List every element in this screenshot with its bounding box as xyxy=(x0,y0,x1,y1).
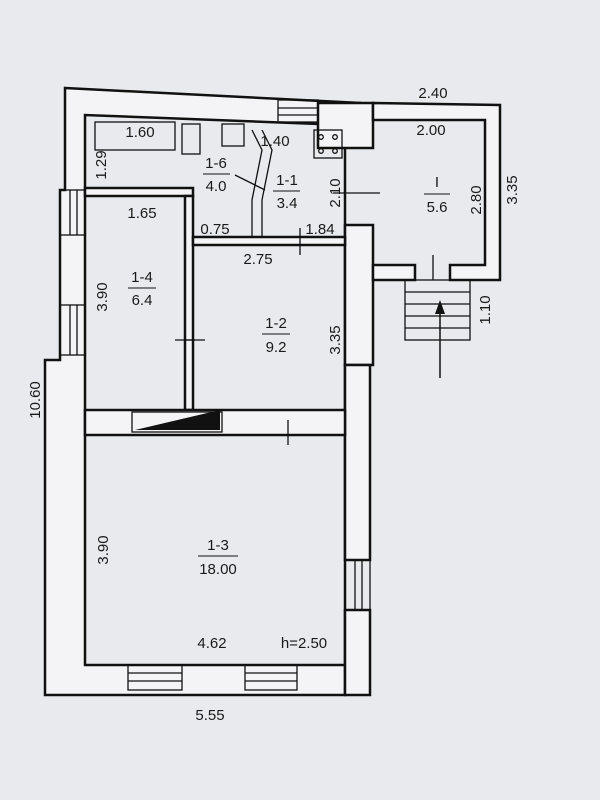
wall xyxy=(316,101,375,150)
dimension-label: 1.29 xyxy=(93,150,110,179)
wall xyxy=(343,223,375,367)
dimension-label: 2.10 xyxy=(327,178,344,207)
stove-outline xyxy=(131,411,223,433)
dimension-label: 3.90 xyxy=(94,282,111,311)
partition xyxy=(191,235,347,247)
dimension-label: 1.10 xyxy=(477,295,494,324)
dimension-label: 1.65 xyxy=(127,205,156,222)
dimension-label: 1.40 xyxy=(260,133,289,150)
room-area: 18.00 xyxy=(199,561,237,578)
dimension-label: 1.60 xyxy=(125,124,154,141)
doors xyxy=(175,174,434,445)
room-1-6: 1-6 4.0 xyxy=(203,155,230,195)
room-id: I xyxy=(435,174,439,191)
room-area: 3.4 xyxy=(277,195,298,212)
entrance-stairs xyxy=(404,279,471,341)
room-1-1: 1-1 3.4 xyxy=(273,172,300,212)
partition xyxy=(183,194,195,412)
fixture xyxy=(221,123,245,147)
partition xyxy=(83,186,195,198)
room-area: 4.0 xyxy=(206,178,227,195)
room-area: 9.2 xyxy=(266,339,287,356)
room-1-3: 1-3 18.00 xyxy=(198,537,238,578)
room-id: 1-1 xyxy=(276,172,298,189)
fixture xyxy=(181,123,201,155)
wall xyxy=(343,363,372,562)
room-area: 6.4 xyxy=(132,292,153,309)
dimension-label: 2.80 xyxy=(468,185,485,214)
dimension-label: 1.84 xyxy=(305,221,334,238)
porch-wall xyxy=(371,263,417,282)
dimension-label: 3.35 xyxy=(504,175,521,204)
room-id: 1-6 xyxy=(205,155,227,172)
kitchen-partition xyxy=(251,129,273,237)
dimension-label: 10.60 xyxy=(27,381,44,419)
room-1-2: 1-2 9.2 xyxy=(262,315,290,356)
dimension-label: 2.75 xyxy=(243,251,272,268)
entrance-arrow-icon xyxy=(435,300,445,378)
dimension-label: 5.55 xyxy=(195,707,224,724)
dimension-label: 3.90 xyxy=(95,535,112,564)
stove-icon xyxy=(313,129,343,159)
room-area: 5.6 xyxy=(427,199,448,216)
room-I: I 5.6 xyxy=(424,174,450,216)
dimension-label: 4.62 xyxy=(197,635,226,652)
stove xyxy=(135,410,220,430)
dimensions: 2.40 2.00 1.60 1.40 1.29 2.10 2.80 3.35 … xyxy=(27,85,521,724)
room-1-4: 1-4 6.4 xyxy=(128,269,156,309)
dimension-label: 2.40 xyxy=(418,85,447,102)
sink xyxy=(94,121,176,151)
porch-wall xyxy=(371,101,502,282)
dimension-label: 0.75 xyxy=(200,221,229,238)
dimension-label: 2.00 xyxy=(416,122,445,139)
wall xyxy=(343,608,372,697)
room-id: 1-2 xyxy=(265,315,287,332)
room-id: 1-3 xyxy=(207,537,229,554)
ceiling-height-label: h=2.50 xyxy=(281,635,327,652)
dimension-label: 3.35 xyxy=(327,325,344,354)
room-id: 1-4 xyxy=(131,269,153,286)
